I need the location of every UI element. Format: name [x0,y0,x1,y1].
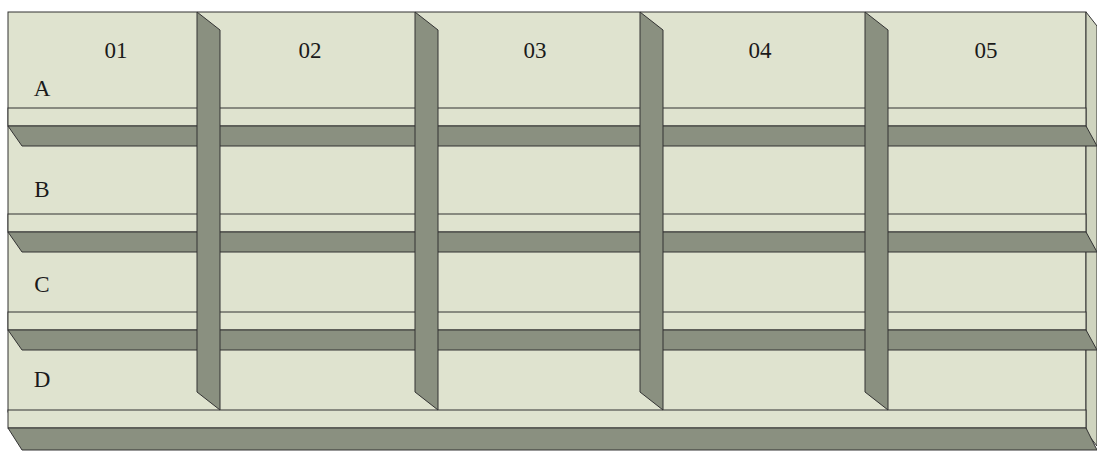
row-letter: B [34,178,49,201]
column-number: 05 [975,39,998,62]
row-letter: D [34,368,51,391]
column-number: 03 [524,39,547,62]
column-number: 01 [105,39,128,62]
column-number: 04 [749,39,772,62]
row-letter: C [34,273,49,296]
row-letter: A [34,77,51,100]
column-number: 02 [299,39,322,62]
